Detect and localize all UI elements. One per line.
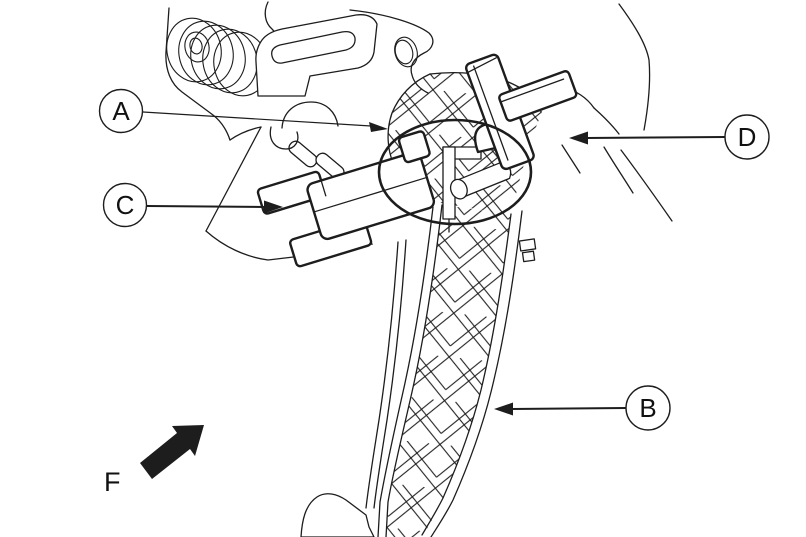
direction-indicator-f: F [104, 425, 204, 497]
direction-label-f: F [104, 467, 121, 497]
arm-tab [521, 250, 536, 263]
bracket-hole [394, 36, 418, 68]
callout-label-b: B [639, 393, 656, 423]
callout-circle-a [98, 88, 144, 134]
connector [256, 130, 436, 268]
arm-tab [518, 238, 537, 252]
plate-slot [288, 140, 318, 168]
pedal-pad [300, 493, 375, 537]
callout-label-d: D [738, 122, 757, 152]
slotted-bracket [255, 9, 434, 129]
arrowhead-a-icon [369, 122, 388, 132]
plate-hook [269, 126, 299, 150]
dash-panel-lines [561, 3, 673, 222]
callout-circle-d [724, 114, 770, 160]
callout-label-a: A [112, 96, 130, 126]
callout-c: C [102, 182, 283, 228]
return-spring [166, 17, 269, 97]
callout-a: A [98, 88, 388, 134]
callout-ellipse [377, 118, 533, 226]
callout-b: B [494, 385, 671, 431]
callout-circle-c [102, 182, 148, 228]
bracket-slot [271, 30, 356, 64]
pedal-arm [365, 204, 537, 537]
mounting-bracket [165, 1, 303, 261]
connector-clip [397, 130, 431, 164]
direction-arrow-icon [140, 425, 204, 479]
arrowhead-d-icon [569, 131, 588, 145]
callout-circle-b [625, 385, 671, 431]
callout-d: D [569, 114, 770, 160]
arrowhead-c-icon [264, 200, 283, 214]
arrowhead-b-icon [494, 402, 513, 416]
callout-label-c: C [116, 190, 135, 220]
